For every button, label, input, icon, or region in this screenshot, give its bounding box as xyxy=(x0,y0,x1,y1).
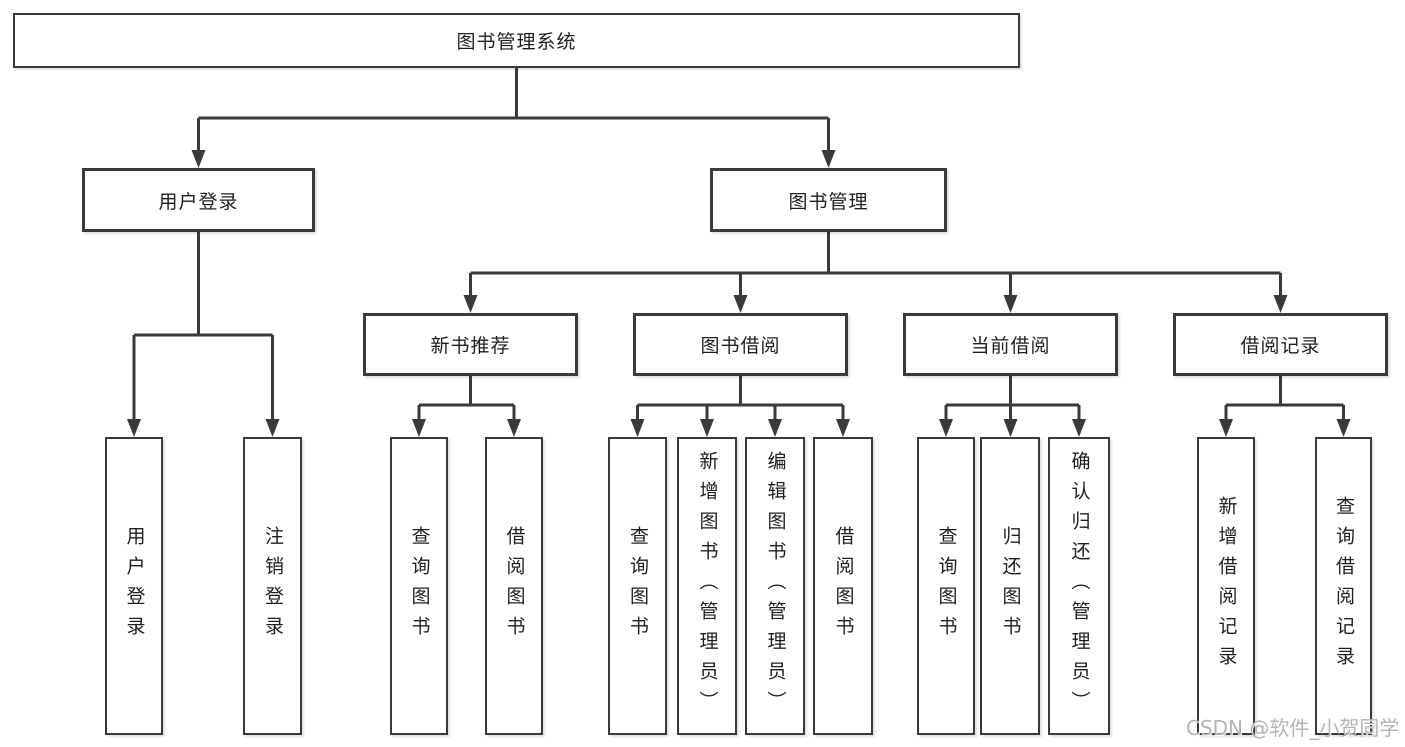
node-book-management: 图书管理 xyxy=(710,168,947,232)
leaf-edit-book-admin: 编辑图书（管理员） xyxy=(745,437,805,735)
node-new-book-recommend: 新书推荐 xyxy=(363,313,578,376)
leaf-add-borrow-record-label: 新增借阅记录 xyxy=(1215,496,1238,676)
leaf-query-book-current-label: 查询图书 xyxy=(935,526,958,646)
leaf-query-book-borrowing: 查询图书 xyxy=(608,437,667,735)
leaf-edit-book-admin-label: 编辑图书（管理员） xyxy=(764,451,787,721)
node-current-borrowing-label: 当前借阅 xyxy=(970,335,1051,357)
node-user-login: 用户登录 xyxy=(82,168,315,232)
csdn-watermark: CSDN @软件_小贺同学 xyxy=(1186,716,1400,740)
leaf-return-book-label: 归还图书 xyxy=(999,526,1022,646)
leaf-query-borrow-record: 查询借阅记录 xyxy=(1315,437,1372,735)
node-user-login-label: 用户登录 xyxy=(158,190,239,213)
leaf-query-book-recommend-label: 查询图书 xyxy=(408,526,431,646)
leaf-user-login: 用户登录 xyxy=(105,437,163,735)
node-new-book-recommend-label: 新书推荐 xyxy=(430,335,511,357)
leaf-query-borrow-record-label: 查询借阅记录 xyxy=(1333,496,1355,676)
node-current-borrowing: 当前借阅 xyxy=(903,313,1118,376)
node-book-borrowing: 图书借阅 xyxy=(633,313,848,376)
leaf-logout-label: 注销登录 xyxy=(262,526,284,646)
leaf-borrow-book-borrowing-label: 借阅图书 xyxy=(832,526,855,646)
leaf-query-book-current: 查询图书 xyxy=(917,437,975,735)
leaf-return-book: 归还图书 xyxy=(980,437,1040,735)
leaf-borrow-book-recommend: 借阅图书 xyxy=(485,437,543,735)
node-borrowing-records: 借阅记录 xyxy=(1173,313,1388,376)
node-root-system: 图书管理系统 xyxy=(13,13,1020,68)
leaf-add-book-admin: 新增图书（管理员） xyxy=(677,437,737,735)
node-root-system-label: 图书管理系统 xyxy=(456,31,577,53)
node-borrowing-records-label: 借阅记录 xyxy=(1240,335,1321,357)
leaf-borrow-book-recommend-label: 借阅图书 xyxy=(503,526,526,646)
leaf-add-borrow-record: 新增借阅记录 xyxy=(1197,437,1255,735)
leaf-query-book-borrowing-label: 查询图书 xyxy=(627,526,649,646)
node-book-borrowing-label: 图书借阅 xyxy=(700,335,781,357)
node-book-management-label: 图书管理 xyxy=(788,190,869,213)
leaf-confirm-return-admin: 确认归还（管理员） xyxy=(1048,437,1110,735)
leaf-borrow-book-borrowing: 借阅图书 xyxy=(813,437,873,735)
leaf-logout: 注销登录 xyxy=(243,437,302,735)
leaf-user-login-label: 用户登录 xyxy=(123,526,146,646)
leaf-confirm-return-admin-label: 确认归还（管理员） xyxy=(1068,451,1091,721)
leaf-query-book-recommend: 查询图书 xyxy=(390,437,448,735)
leaf-add-book-admin-label: 新增图书（管理员） xyxy=(696,451,719,721)
